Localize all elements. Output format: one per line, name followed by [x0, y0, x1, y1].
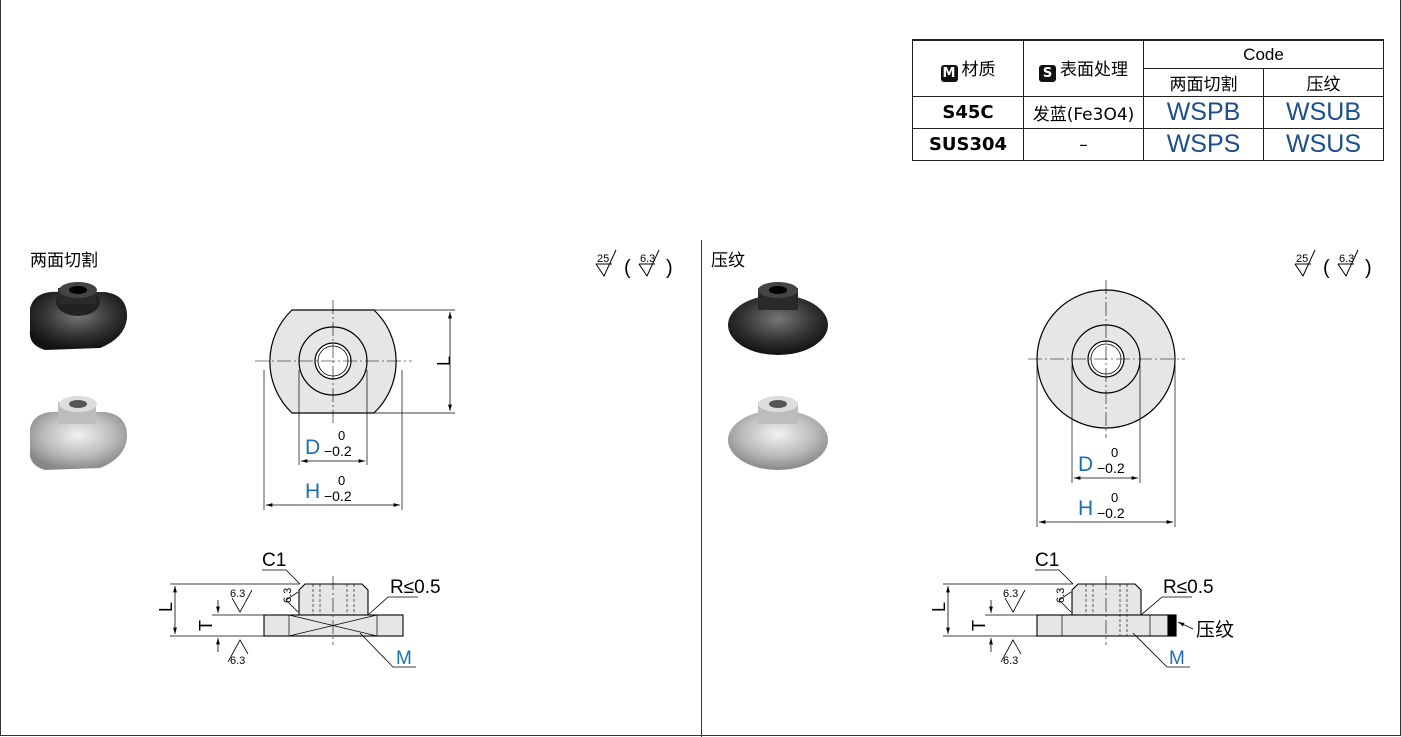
svg-text:): ) [666, 257, 673, 279]
svg-text:(: ( [624, 257, 631, 279]
side-dim-L: L [156, 602, 176, 612]
knurl-label: 压纹 [1196, 619, 1234, 641]
surface-badge-icon: S [1039, 65, 1056, 82]
code-cell[interactable]: WSPS [1143, 128, 1264, 161]
dim-label-L: L [434, 356, 454, 366]
tolerance-lower: −0.2 [324, 488, 352, 504]
dim-D-label: D 0 −0.2 [305, 428, 352, 459]
left-section-title: 两面切割 [30, 251, 98, 271]
side-dim-T: T [969, 620, 989, 631]
left-side-roughness: 6.3 6.3 6.3 [230, 588, 294, 667]
dark-nut-photo-cut [29, 282, 128, 350]
tolerance-lower: −0.2 [324, 443, 352, 459]
tolerance-lower: −0.2 [1097, 505, 1125, 521]
tolerance-upper: 0 [1111, 490, 1118, 505]
side-dim-T: T [196, 620, 216, 631]
thread-label: M [1169, 648, 1185, 669]
code-sub-header-knurl: 压纹 [1263, 68, 1384, 97]
light-nut-photo-cut [29, 396, 128, 470]
side-dim-L: L [929, 602, 949, 612]
dark-nut-photo-knurl [728, 282, 828, 355]
roughness-value: 6.3 [1003, 655, 1018, 667]
tolerance-lower: −0.2 [1097, 460, 1125, 476]
svg-text:): ) [1365, 257, 1372, 279]
code-cell[interactable]: WSUS [1263, 128, 1384, 161]
light-nut-photo-knurl [728, 396, 828, 470]
roughness-value: 6.3 [230, 655, 245, 667]
thread-label: M [396, 648, 412, 669]
roughness-value: 6.3 [640, 253, 655, 265]
fillet-label: R≤0.5 [1163, 577, 1214, 598]
material-badge-icon: M [940, 65, 958, 82]
right-side-roughness: 6.3 6.3 6.3 [1003, 588, 1067, 667]
right-top-view [1028, 280, 1185, 527]
code-sub-header-cut: 两面切割 [1143, 68, 1264, 97]
chamfer-label: C1 [262, 550, 286, 571]
roughness-value: 6.3 [1055, 588, 1067, 603]
tolerance-upper: 0 [1111, 445, 1118, 460]
tolerance-upper: 0 [338, 473, 345, 488]
dim-label-H: H [305, 480, 320, 503]
code-cell[interactable]: WSPB [1143, 96, 1264, 129]
left-side-view [170, 569, 418, 668]
dim-H-label: H 0 −0.2 [1078, 490, 1125, 521]
roughness-value: 6.3 [1003, 588, 1018, 600]
roughness-value: 25 [1296, 253, 1308, 265]
dim-label-D: D [305, 436, 320, 459]
svg-text:(: ( [1323, 257, 1330, 279]
dim-D-label: D 0 −0.2 [1078, 445, 1125, 476]
right-side-view [943, 569, 1194, 668]
roughness-value: 6.3 [1339, 253, 1354, 265]
code-header: Code [1143, 39, 1384, 69]
code-cell[interactable]: WSUB [1263, 96, 1384, 129]
fillet-label: R≤0.5 [390, 577, 441, 598]
chamfer-label: C1 [1035, 550, 1059, 571]
dim-H-label: H 0 −0.2 [305, 473, 352, 504]
left-roughness-symbol: 25 ( 6.3 ) [595, 249, 673, 279]
dim-label-D: D [1078, 453, 1093, 476]
roughness-value: 6.3 [282, 588, 294, 603]
roughness-value: 6.3 [230, 588, 245, 600]
tolerance-upper: 0 [338, 428, 345, 443]
material-cell: SUS304 [912, 128, 1024, 161]
section-divider [701, 240, 702, 737]
left-top-view [255, 300, 455, 510]
right-section-title: 压纹 [711, 251, 745, 271]
roughness-value: 25 [597, 253, 609, 265]
surface-cell: 发蓝(Fe3O4) [1023, 96, 1144, 129]
right-roughness-symbol: 25 ( 6.3 ) [1294, 249, 1372, 279]
dim-label-H: H [1078, 497, 1093, 520]
